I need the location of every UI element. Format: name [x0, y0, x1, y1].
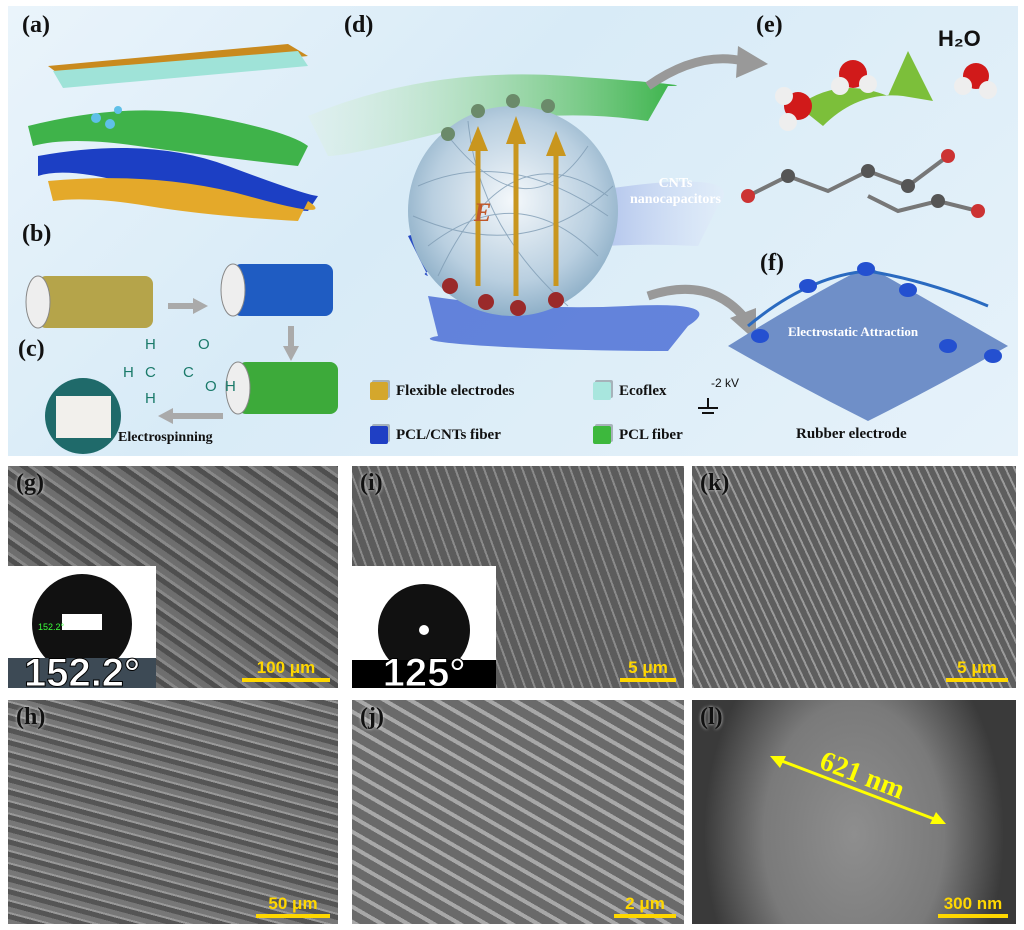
- panel-label-a: (a): [22, 12, 50, 38]
- cnt-label: CNTs nanocapacitors: [630, 176, 721, 208]
- scale-line-h: [256, 914, 330, 918]
- formula-c2: C: [183, 364, 194, 381]
- panel-label-b: (b): [22, 221, 52, 247]
- legend-swatch-pcl: [593, 426, 611, 444]
- legend-label-pcl: PCL fiber: [619, 426, 683, 443]
- formula-c1: C: [145, 364, 156, 381]
- formula-o1: O: [198, 336, 210, 353]
- panel-label-h: (h): [16, 704, 46, 730]
- contact-angle-i: 125°: [382, 651, 466, 689]
- panel-label-j: (j): [360, 704, 384, 730]
- scale-line-l: [938, 914, 1008, 918]
- cnt-label-line2: nanocapacitors: [630, 192, 721, 207]
- scale-text-l: 300 nm: [943, 894, 1003, 913]
- droplet-image-i: [352, 566, 496, 688]
- formula-o2: O: [205, 378, 217, 395]
- legend-ecoflex: Ecoflex: [593, 382, 666, 400]
- legend-label-flexible-electrodes: Flexible electrodes: [396, 382, 515, 399]
- scale-text-i: 5 μm: [628, 658, 668, 677]
- panel-label-c: (c): [18, 336, 45, 362]
- formula-h3: H: [145, 390, 156, 407]
- panel-label-f: (f): [760, 250, 784, 276]
- scale-line-j: [614, 914, 676, 918]
- panel-label-g: (g): [16, 470, 44, 496]
- legend-label-ecoflex: Ecoflex: [619, 382, 667, 399]
- electrostatic-label: Electrostatic Attraction: [788, 324, 919, 339]
- electrospinning-label: Electrospinning: [118, 430, 213, 445]
- sem-panel-j: (j) 2 μm: [352, 700, 684, 924]
- legend-pcl-cnts-fiber: PCL/CNTs fiber: [370, 426, 501, 444]
- cnt-sphere-illustration: [308, 46, 768, 351]
- panel-label-k: (k): [700, 470, 730, 496]
- scale-text-g: 100 μm: [256, 658, 316, 677]
- schematic-illustration: [25, 44, 1008, 454]
- sem-panel-h: (h) 50 μm: [8, 700, 338, 924]
- legend-swatch-flexible-electrodes: [370, 382, 388, 400]
- sem-panel-i: (i) 125° 5 μm: [352, 466, 684, 688]
- scale-line-i: [620, 678, 676, 682]
- scale-bar-k: 5 μm: [946, 659, 1008, 682]
- diameter-arrow: [770, 756, 946, 824]
- legend-swatch-ecoflex: [593, 382, 611, 400]
- legend-pcl-fiber: PCL fiber: [593, 426, 683, 444]
- field-symbol: E: [474, 198, 492, 227]
- sem-panel-l: (l) 621 nm 300 nm: [692, 700, 1016, 924]
- contact-angle-inset-i: 125°: [352, 566, 496, 688]
- legend-flexible-electrodes: Flexible electrodes: [370, 382, 514, 400]
- water-label: H₂O: [938, 26, 981, 51]
- scale-bar-l: 300 nm: [938, 895, 1008, 918]
- scale-line-g: [242, 678, 330, 682]
- scale-bar-j: 2 μm: [614, 895, 676, 918]
- layered-device-illustration: [28, 44, 318, 221]
- sem-panel-g: (g) 152.2° 152.2° 100 μm: [8, 466, 338, 688]
- rubber-electrode-label: Rubber electrode: [796, 426, 907, 442]
- voltage-label: -2 kV: [711, 376, 740, 390]
- sem-panel-k: (k) 5 μm: [692, 466, 1016, 688]
- contact-angle-small-g: 152.2°: [38, 622, 65, 632]
- contact-angle-g: 152.2°: [23, 651, 141, 689]
- scale-bar-g: 100 μm: [242, 659, 330, 682]
- scale-text-k: 5 μm: [957, 658, 997, 677]
- electrospinning-rollers: [25, 263, 338, 454]
- scale-text-j: 2 μm: [625, 894, 665, 913]
- panel-label-d: (d): [344, 12, 374, 38]
- panel-label-e: (e): [756, 12, 783, 38]
- droplet-image-g: [8, 566, 156, 688]
- panel-label-l: (l): [700, 704, 723, 730]
- rubber-electrode-illustration: [698, 262, 1008, 421]
- scale-text-h: 50 μm: [268, 894, 318, 913]
- legend-swatch-pcl-cnts: [370, 426, 388, 444]
- formic-acid-formula: H H C H C O O H: [123, 336, 243, 411]
- formula-h2: H: [123, 364, 134, 381]
- water-molecules-illustration: [741, 51, 997, 218]
- formula-h1: H: [145, 336, 156, 353]
- scale-bar-i: 5 μm: [620, 659, 676, 682]
- contact-angle-inset-g: 152.2° 152.2°: [8, 566, 156, 688]
- schematic-panel: (a) (b) (c) (d) (e) (f) H H C H C O O H …: [8, 6, 1018, 456]
- legend-label-pcl-cnts: PCL/CNTs fiber: [396, 426, 501, 443]
- cnt-label-line1: CNTs: [658, 176, 693, 191]
- panel-label-i: (i): [360, 470, 383, 496]
- scale-bar-h: 50 μm: [256, 895, 330, 918]
- scale-line-k: [946, 678, 1008, 682]
- formula-h4: H: [225, 378, 236, 395]
